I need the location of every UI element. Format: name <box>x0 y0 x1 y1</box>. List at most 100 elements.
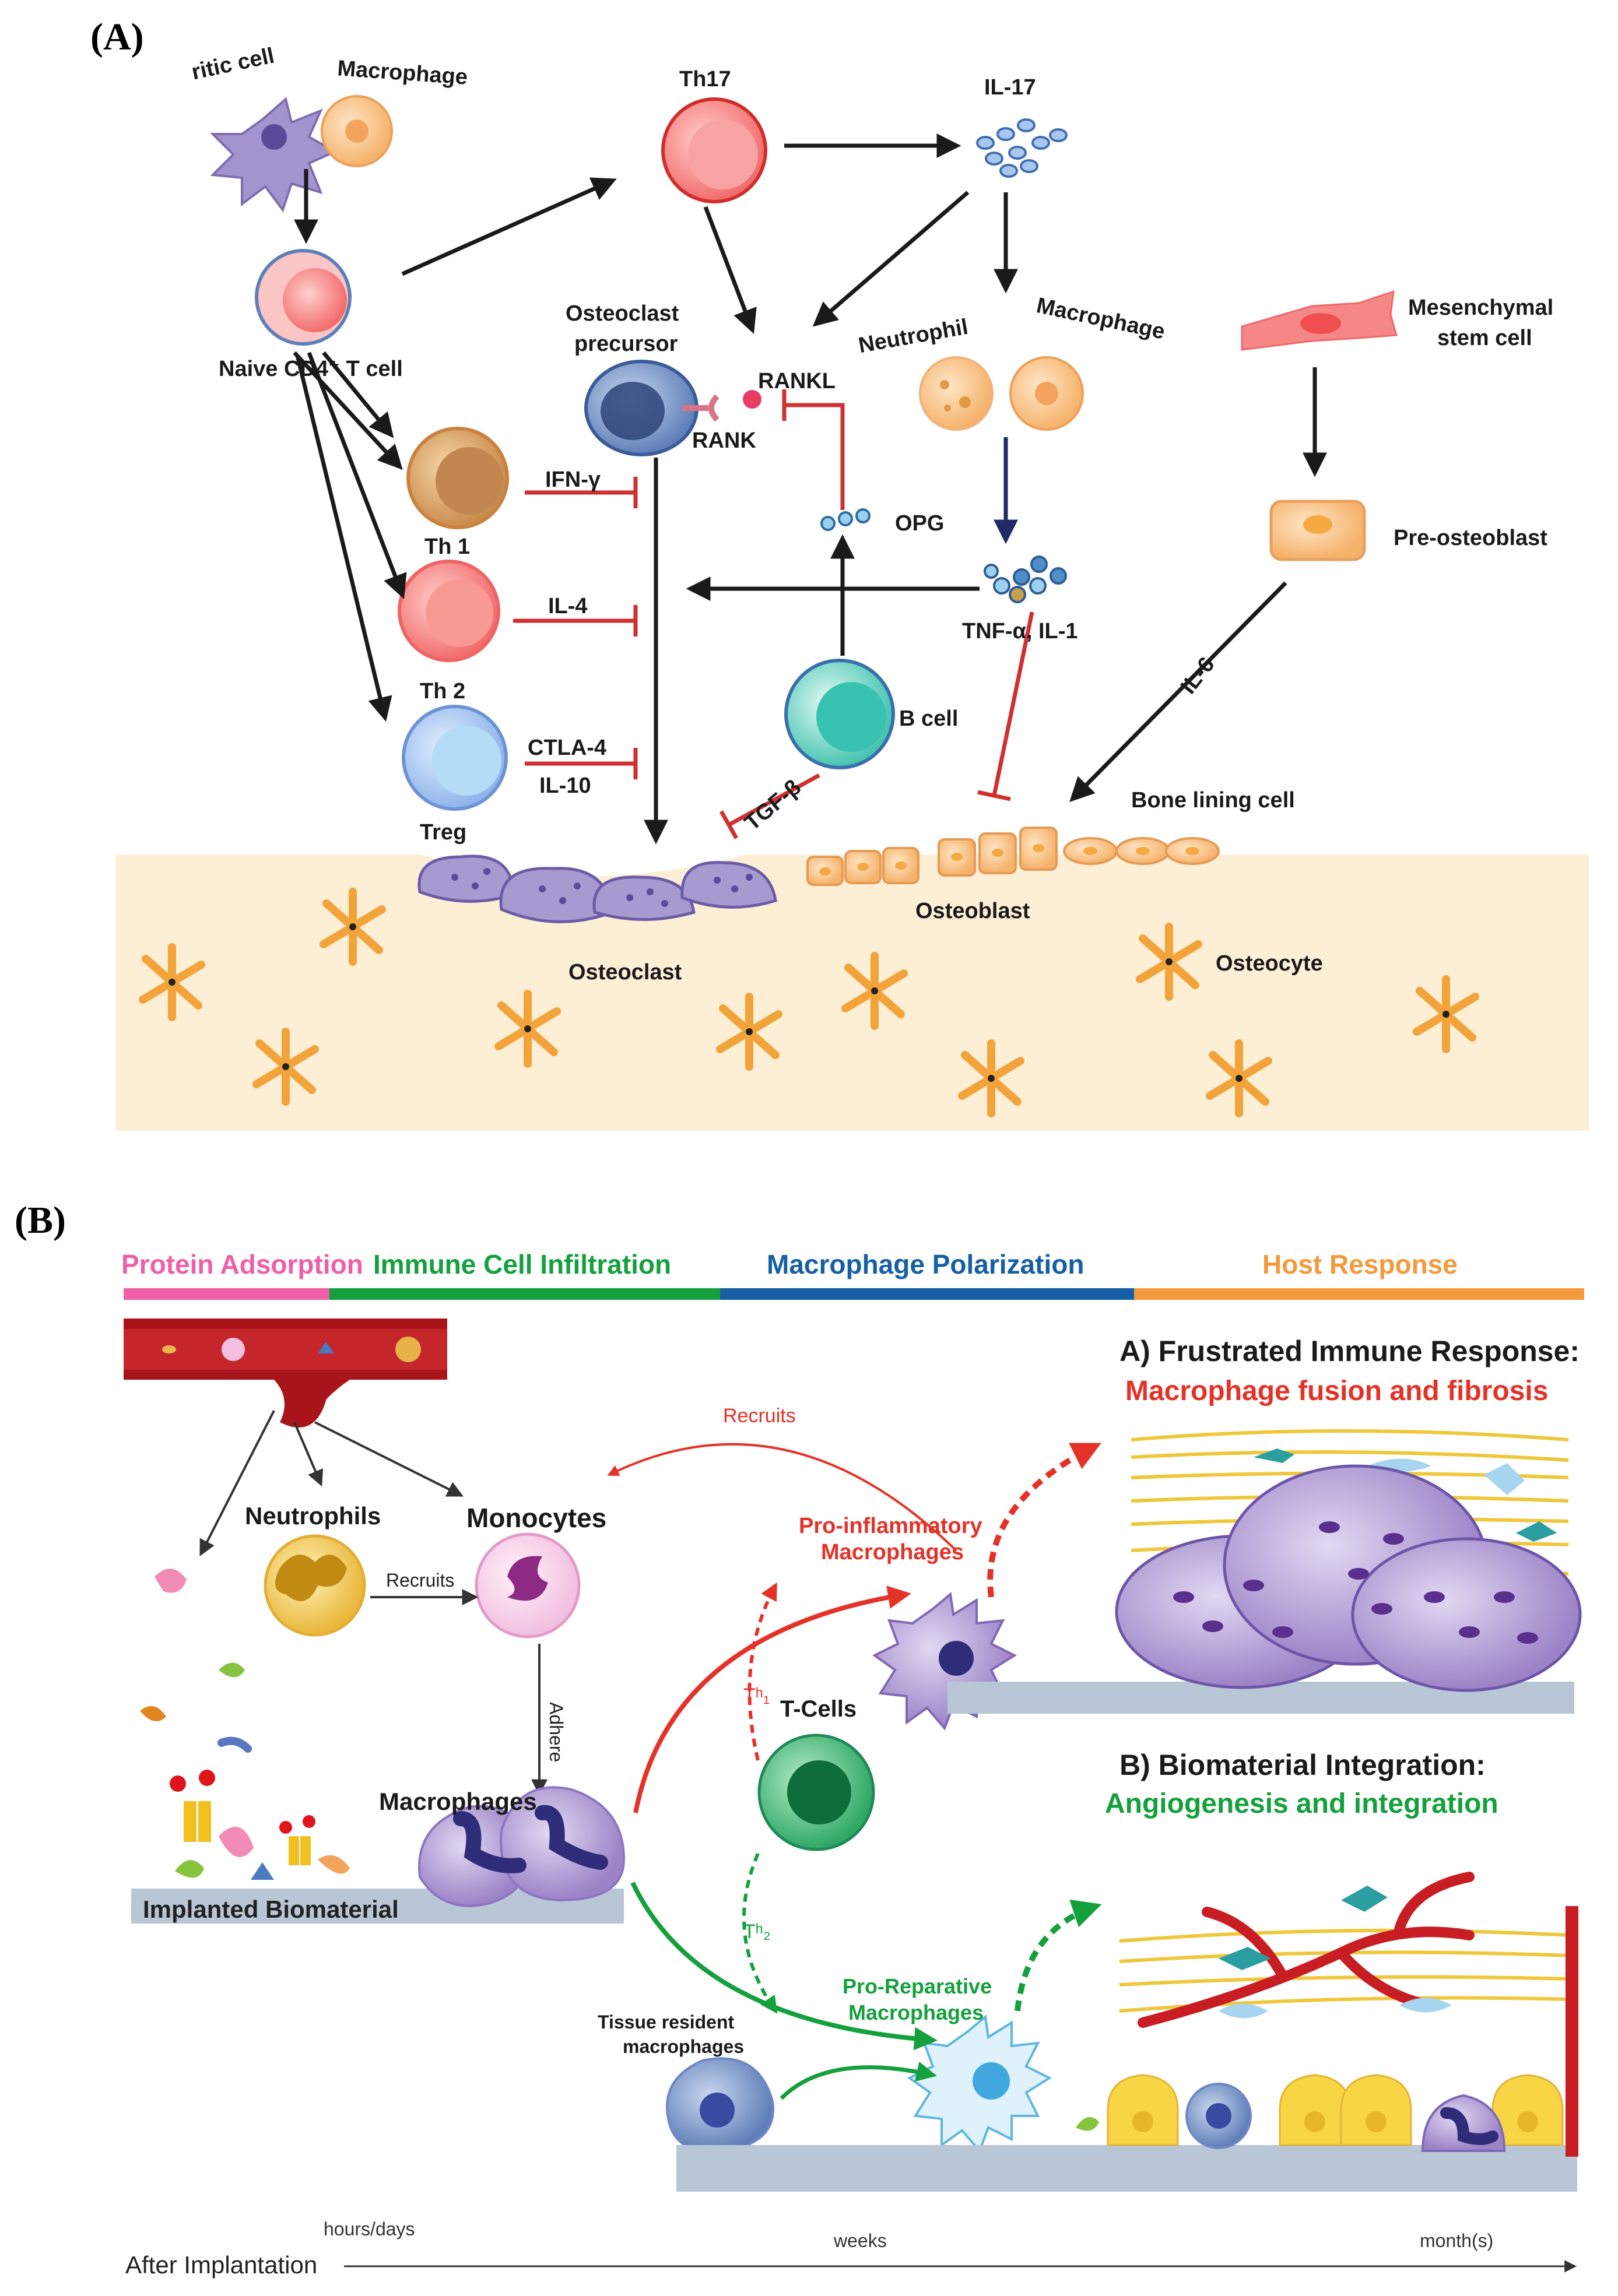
phase-label-immune-infiltration: Immune Cell Infiltration <box>373 1249 671 1279</box>
label-integration-sub: Angiogenesis and integration <box>1105 1788 1498 1819</box>
label-treg: Treg <box>420 820 466 845</box>
label-osteocyte: Osteocyte <box>1216 951 1323 976</box>
label-osteoclast-precursor-1: Osteoclast <box>566 301 679 326</box>
integration-dashed-arrow <box>1015 1899 1102 2012</box>
label-msc-1: Mesenchymal <box>1408 296 1553 320</box>
time-axis: hours/days weeks month(s) After Implanta… <box>125 2218 1577 2279</box>
th1-dashed-arrow <box>747 1582 777 1761</box>
panel-b-letter: (B) <box>15 1199 66 1242</box>
label-tissue-resident-1: Tissue resident <box>598 2012 735 2033</box>
label-after-implantation: After Implantation <box>125 2251 317 2279</box>
label-naive-t-cell: Naive CD4⁺ T cell <box>219 357 403 381</box>
label-b-cell: B cell <box>899 706 958 731</box>
phase-label-protein-adsorption: Protein Adsorption <box>121 1249 363 1279</box>
label-tnf-il1: TNF-α, IL-1 <box>962 619 1078 644</box>
tnf-il1-particles <box>984 555 1067 603</box>
label-pre-osteoblast: Pre-osteoblast <box>1394 526 1547 550</box>
bone-matrix <box>115 855 1589 1131</box>
vessel-exit-arrows <box>199 1410 464 1556</box>
label-t-cells: T-Cells <box>780 1696 857 1722</box>
label-osteoclast-precursor-2: precursor <box>574 332 678 356</box>
panel-a: (A) <box>90 16 1589 1131</box>
label-tgf-beta: TGF-β <box>740 775 806 835</box>
label-th1-b: Tʰ₁ <box>743 1685 770 1707</box>
label-recruits-top: Recruits <box>723 1405 796 1427</box>
label-tissue-resident-2: macrophages <box>623 2036 744 2057</box>
phase-timeline: Protein Adsorption Immune Cell Infiltrat… <box>121 1249 1584 1300</box>
opg-particles <box>820 508 871 531</box>
label-pro-reparative-1: Pro-Reparative <box>843 1974 992 1998</box>
integration-scene <box>676 1872 1578 2192</box>
label-monocytes: Monocytes <box>466 1503 606 1533</box>
phase-bar-orange <box>1134 1288 1584 1300</box>
label-hours-days: hours/days <box>324 2218 415 2239</box>
adherent-macrophages <box>418 1786 626 1907</box>
panel-a-arrows <box>293 133 1327 845</box>
panel-a-letter: (A) <box>90 16 144 58</box>
rank-receptor <box>682 394 719 422</box>
label-macrophage-top: Macrophage <box>336 56 468 90</box>
il17-particles <box>976 118 1068 178</box>
label-th2: Th 2 <box>420 679 465 704</box>
phase-label-macrophage-polarization: Macrophage Polarization <box>767 1249 1084 1279</box>
label-bone-lining: Bone lining cell <box>1131 788 1295 813</box>
label-ctla4: CTLA-4 <box>528 736 606 760</box>
label-implanted-biomaterial: Implanted Biomaterial <box>143 1896 399 1923</box>
label-pro-inflammatory-1: Pro-inflammatory <box>799 1514 982 1538</box>
label-rankl: RANKL <box>758 369 836 393</box>
t-cell <box>757 1734 875 1851</box>
phase-bar-pink <box>124 1288 329 1300</box>
phase-bar-blue <box>720 1288 1134 1300</box>
label-weeks: weeks <box>833 2230 887 2251</box>
label-pro-inflammatory-2: Macrophages <box>821 1540 964 1564</box>
recruits-curved-arrow <box>607 1443 957 1552</box>
panel-a-inhibitions <box>513 389 1034 839</box>
label-opg: OPG <box>895 511 944 536</box>
tissue-resident-macrophage <box>666 2057 774 2153</box>
label-il17: IL-17 <box>984 75 1036 100</box>
label-integration-title: B) Biomaterial Integration: <box>1119 1749 1486 1781</box>
fibrosis-scene <box>947 1429 1582 1714</box>
label-th17: Th17 <box>679 67 731 92</box>
neutrophil-cell <box>919 356 994 431</box>
to-pro-inflammatory-arrow <box>633 1585 911 1813</box>
phase-label-host-response: Host Response <box>1262 1249 1458 1279</box>
label-macrophage-mid: Macrophage <box>1034 293 1167 344</box>
label-neutrophils: Neutrophils <box>245 1502 381 1530</box>
label-th2-b: Tʰ₂ <box>743 1921 771 1943</box>
monocyte-cell <box>475 1532 581 1639</box>
label-il6: IL-6 <box>1176 653 1220 699</box>
blood-vessel <box>124 1318 447 1427</box>
pro-inflammatory-macrophage <box>872 1592 1017 1731</box>
phase-bar-green <box>329 1288 720 1300</box>
label-rank: RANK <box>692 428 756 453</box>
label-recruits-mid: Recruits <box>386 1570 454 1591</box>
pro-reparative-macrophage <box>907 2014 1052 2153</box>
label-neutrophil: Neutrophil <box>857 315 970 358</box>
panel-b: (B) Protein Adsorption Immune Cell Infil… <box>15 1199 1584 2279</box>
label-th1: Th 1 <box>424 535 470 559</box>
neutrophil-b <box>264 1534 366 1637</box>
label-macrophages: Macrophages <box>379 1788 537 1815</box>
label-pro-reparative-2: Macrophages <box>848 2000 984 2024</box>
rankl-ligand <box>743 390 761 409</box>
adsorbed-proteins <box>140 1569 350 1880</box>
label-il4: IL-4 <box>548 594 588 618</box>
label-msc-2: stem cell <box>1437 326 1532 350</box>
fibrosis-dashed-arrow <box>987 1443 1101 1598</box>
label-il10: IL-10 <box>539 773 591 798</box>
label-frustrated-title: A) Frustrated Immune Response: <box>1119 1335 1580 1367</box>
th2-dashed-arrow <box>742 1852 778 2014</box>
osteoclast-cell <box>417 855 777 923</box>
label-dendritic-cell: ritic cell <box>189 43 276 85</box>
label-osteoblast: Osteoblast <box>915 899 1030 923</box>
label-adhere: Adhere <box>546 1702 567 1762</box>
label-months: month(s) <box>1420 2230 1493 2251</box>
label-frustrated-sub: Macrophage fusion and fibrosis <box>1125 1376 1548 1407</box>
tissue-resident-to-reparative-arrow <box>780 2061 937 2100</box>
label-osteoclast: Osteoclast <box>568 960 682 984</box>
to-pro-reparative-arrow <box>630 1882 938 2051</box>
dendritic-cell <box>210 97 338 213</box>
label-ifn-gamma: IFN-γ <box>545 467 601 492</box>
